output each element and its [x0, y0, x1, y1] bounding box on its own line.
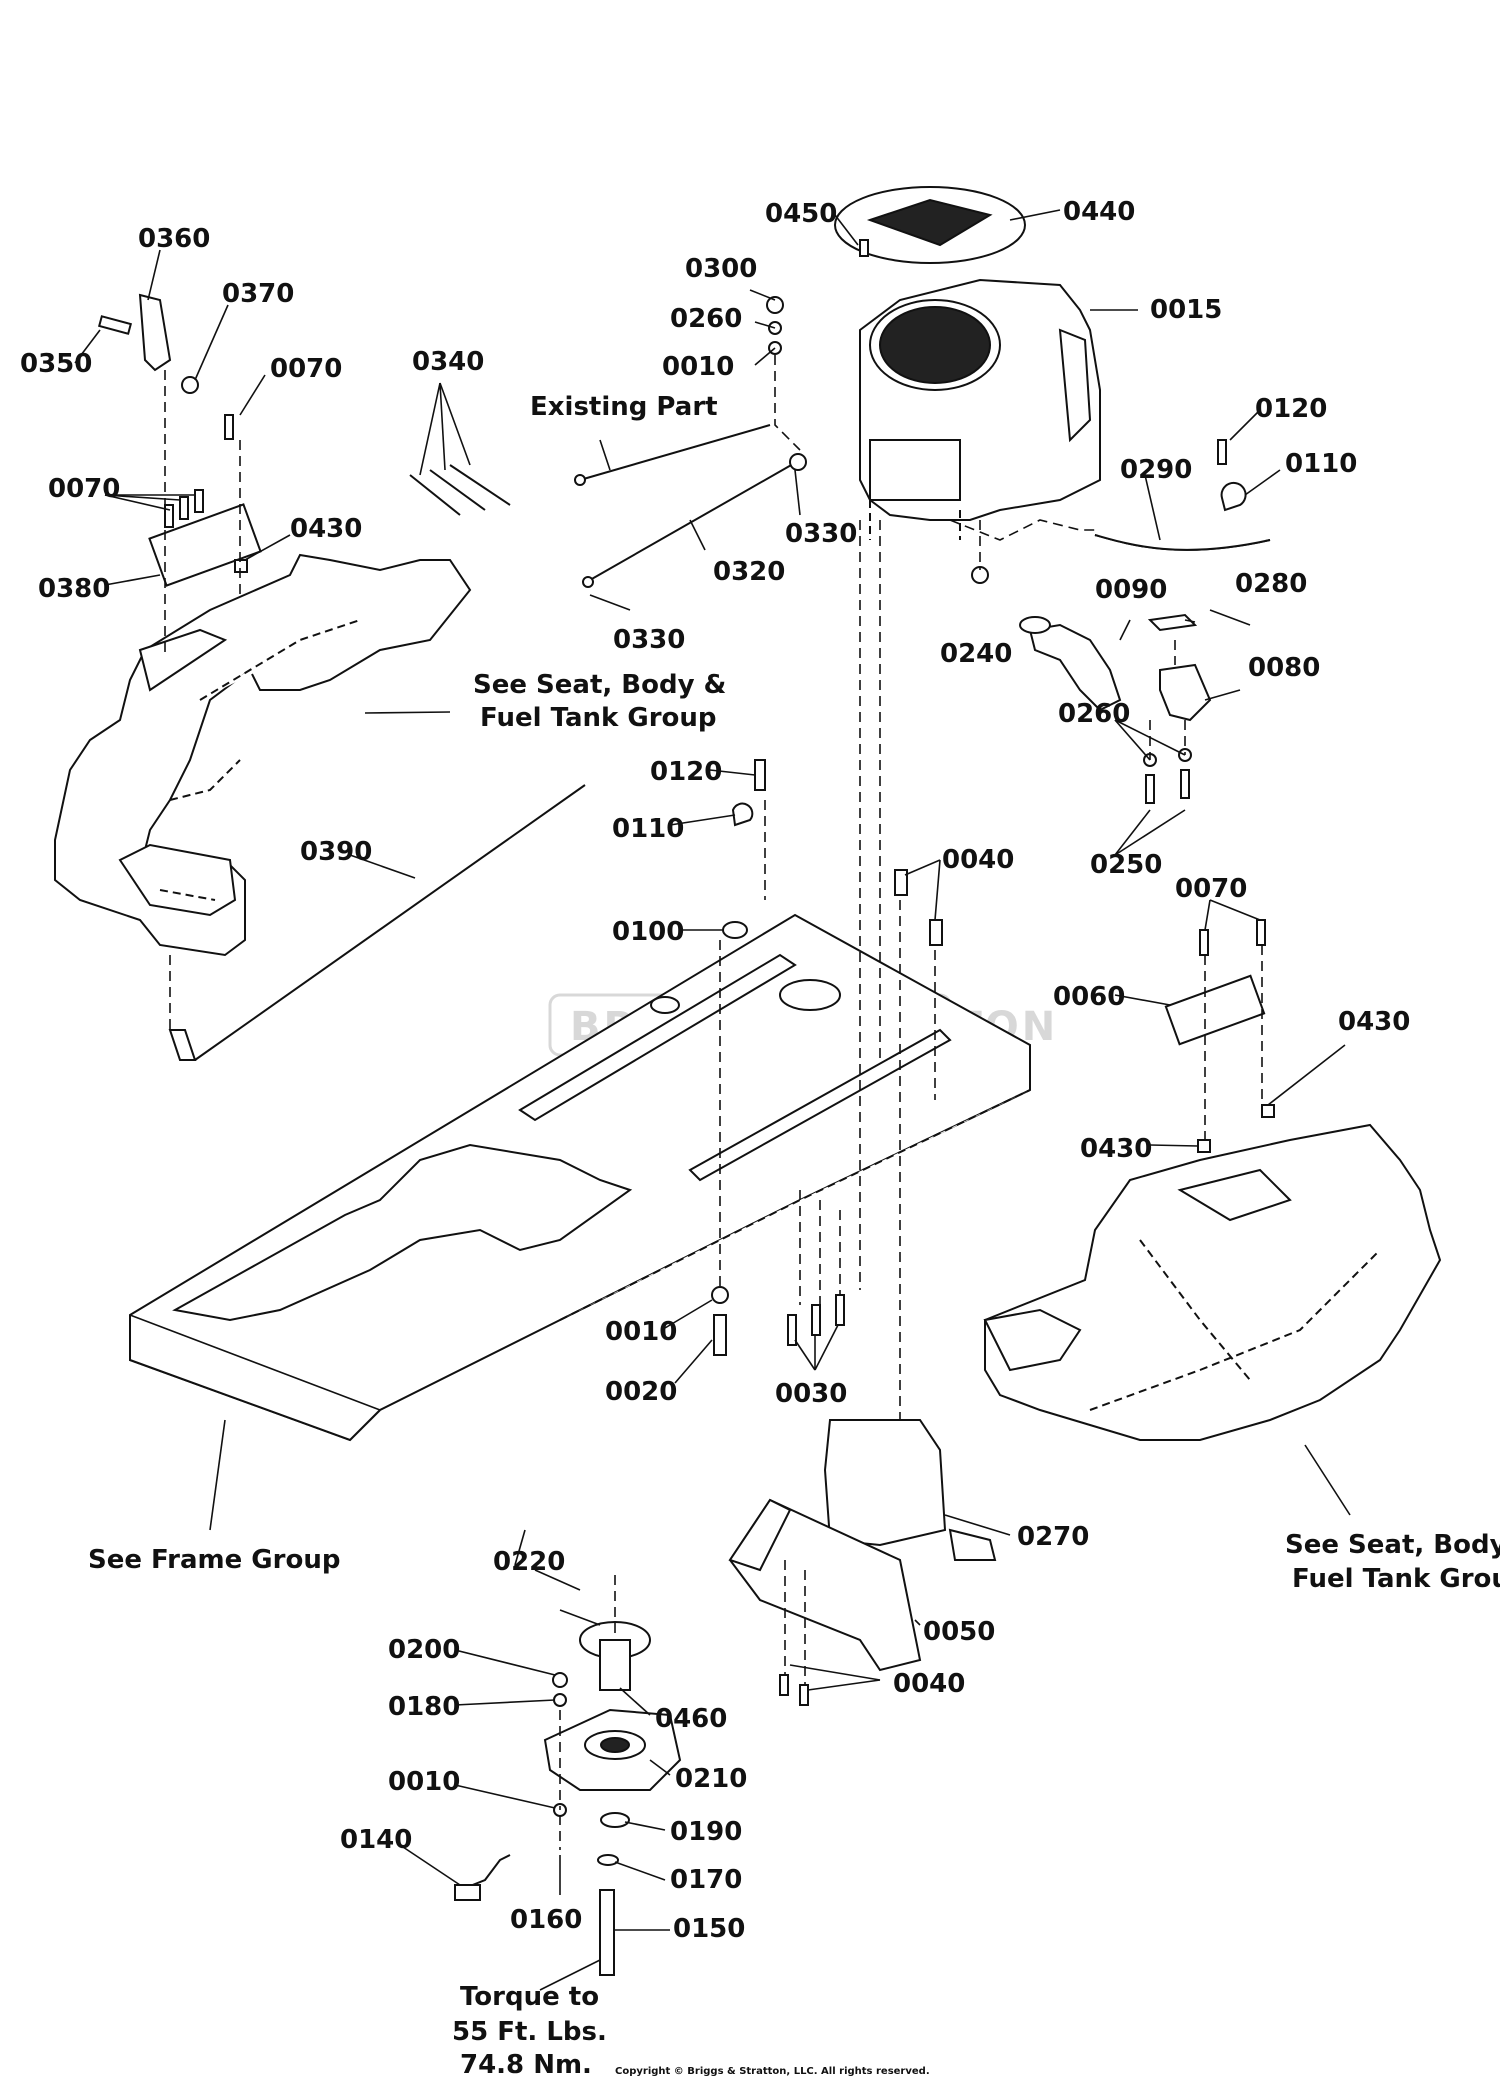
label-0010: 0010 [605, 1317, 677, 1347]
label-0190: 0190 [670, 1817, 742, 1847]
label-0040: 0040 [942, 845, 1014, 875]
label-0430: 0430 [1080, 1134, 1152, 1164]
label-0090: 0090 [1095, 575, 1167, 605]
label-0100: 0100 [612, 917, 684, 947]
label-0200: 0200 [388, 1635, 460, 1665]
label-0330: 0330 [785, 519, 857, 549]
label-0350: 0350 [20, 349, 92, 379]
right-body-panel [983, 1123, 1442, 1441]
blower-screen [834, 186, 1026, 264]
label-0020: 0020 [605, 1377, 677, 1407]
left-body-panel [54, 553, 472, 957]
label-0360: 0360 [138, 224, 210, 254]
label-0050: 0050 [923, 1617, 995, 1647]
label-0040: 0040 [893, 1669, 965, 1699]
label-0440: 0440 [1063, 197, 1135, 227]
label-0250: 0250 [1090, 850, 1162, 880]
label-0110: 0110 [612, 814, 684, 844]
label-0340: 0340 [412, 347, 484, 377]
label-0290: 0290 [1120, 455, 1192, 485]
notes: Existing Part See Seat, Body & Fuel Tank… [88, 392, 1500, 2077]
label-0140: 0140 [340, 1825, 412, 1855]
label-0280: 0280 [1235, 569, 1307, 599]
label-0390: 0390 [300, 837, 372, 867]
label-0150: 0150 [673, 1914, 745, 1944]
assembly-lines [164, 355, 1263, 1850]
label-0070: 0070 [270, 354, 342, 384]
label-0370: 0370 [222, 279, 294, 309]
label-0300: 0300 [685, 254, 757, 284]
linkage-rods [574, 424, 807, 588]
label-0260: 0260 [670, 304, 742, 334]
note-see-frame: See Frame Group [88, 1545, 340, 1575]
heat-shield [728, 1498, 922, 1672]
note-see-seat-top-1: See Seat, Body & [473, 670, 726, 700]
label-0430: 0430 [1338, 1007, 1410, 1037]
label-0060: 0060 [1053, 982, 1125, 1012]
note-torque-2: 55 Ft. Lbs. [452, 2017, 607, 2047]
engine [859, 278, 1101, 540]
label-0430: 0430 [290, 514, 362, 544]
label-0080: 0080 [1248, 653, 1320, 683]
label-0260: 0260 [1058, 699, 1130, 729]
wire-harness [454, 1854, 511, 1901]
note-see-seat-bottom-2: Fuel Tank Group [1292, 1564, 1500, 1594]
label-0180: 0180 [388, 1692, 460, 1722]
hardware [97, 239, 1275, 1706]
label-0450: 0450 [765, 199, 837, 229]
part-labels: 0360 0370 0350 0070 0340 0070 0430 0380 … [20, 197, 1410, 1944]
fuel-line [949, 519, 1271, 551]
copyright: Copyright © Briggs & Stratton, LLC. All … [615, 2066, 930, 2077]
label-0460: 0460 [655, 1704, 727, 1734]
label-0210: 0210 [675, 1764, 747, 1794]
label-0010: 0010 [662, 352, 734, 382]
leader-lines [74, 209, 1351, 1991]
label-0120: 0120 [650, 757, 722, 787]
label-0015: 0015 [1150, 295, 1222, 325]
note-torque-1: Torque to [460, 1982, 599, 2012]
label-0170: 0170 [670, 1865, 742, 1895]
label-0240: 0240 [940, 639, 1012, 669]
label-0110: 0110 [1285, 449, 1357, 479]
note-existing-part: Existing Part [530, 392, 718, 422]
label-0380: 0380 [38, 574, 110, 604]
label-0320: 0320 [713, 557, 785, 587]
frame-chassis [129, 913, 1031, 1442]
label-0070: 0070 [48, 474, 120, 504]
label-0030: 0030 [775, 1379, 847, 1409]
label-0220: 0220 [493, 1547, 565, 1577]
label-0330: 0330 [613, 625, 685, 655]
label-0270: 0270 [1017, 1522, 1089, 1552]
label-0070: 0070 [1175, 874, 1247, 904]
muffler [823, 1419, 997, 1561]
note-see-seat-top-2: Fuel Tank Group [480, 703, 717, 733]
label-0160: 0160 [510, 1905, 582, 1935]
note-torque-3: 74.8 Nm. [460, 2050, 592, 2077]
cable [168, 784, 586, 1061]
note-see-seat-bottom-1: See Seat, Body & [1285, 1530, 1500, 1560]
exhaust-parts [1019, 613, 1212, 722]
label-0010: 0010 [388, 1767, 460, 1797]
label-0120: 0120 [1255, 394, 1327, 424]
